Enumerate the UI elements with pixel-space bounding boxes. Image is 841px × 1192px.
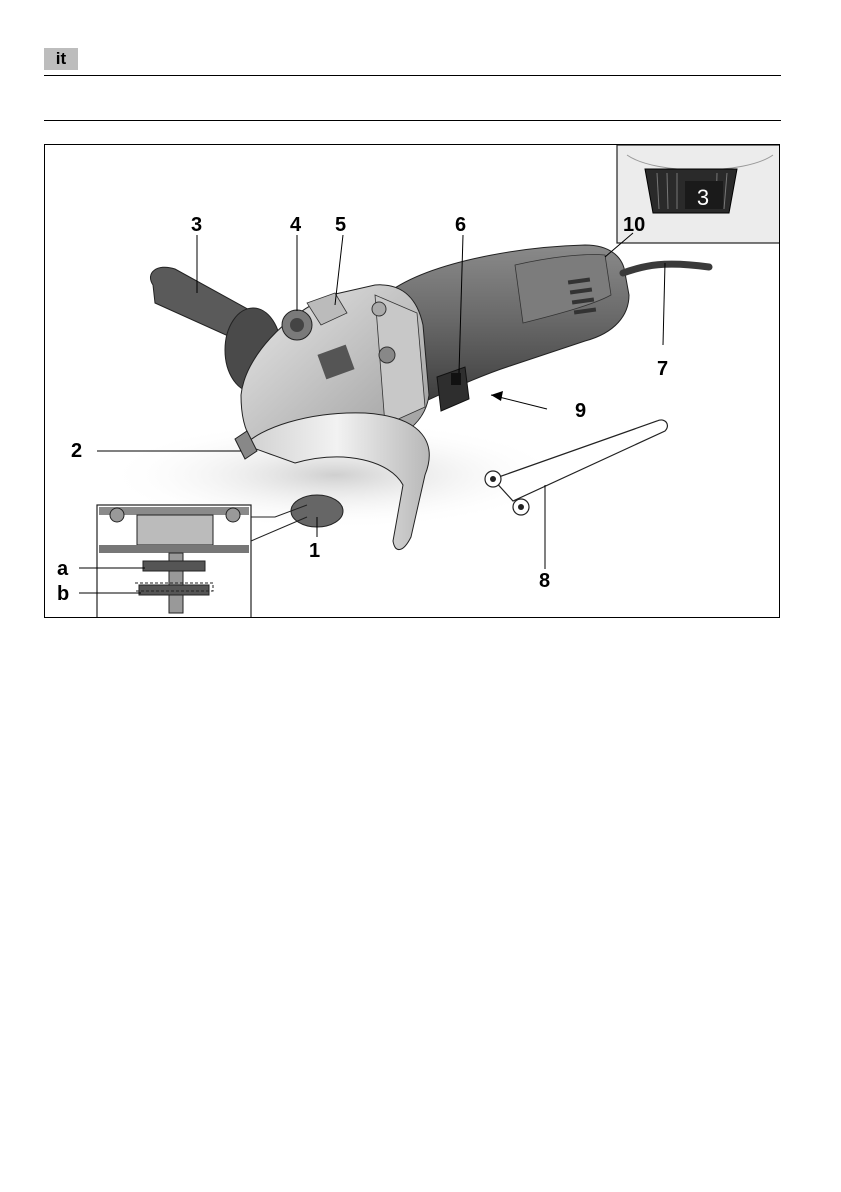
callout-5: 5 xyxy=(335,214,346,236)
language-badge: it xyxy=(44,48,78,70)
header-rule-bottom xyxy=(44,120,781,121)
grinder-illustration: 3 3 4 5 6 10 7 9 2 1 8 a b xyxy=(45,145,780,618)
callout-4: 4 xyxy=(290,214,302,236)
power-cord xyxy=(623,264,709,273)
callout-b: b xyxy=(57,583,69,605)
callout-1: 1 xyxy=(309,540,320,562)
callout-7: 7 xyxy=(657,358,668,380)
callout-3: 3 xyxy=(191,214,202,236)
callout-a: a xyxy=(57,558,69,580)
header-rule-top xyxy=(44,75,781,76)
speed-dial-value: 3 xyxy=(697,185,709,210)
callout-10: 10 xyxy=(623,214,645,236)
callout-8: 8 xyxy=(539,570,550,592)
arrow-9-head xyxy=(491,391,503,401)
callout-9: 9 xyxy=(575,400,586,422)
angle-grinder-figure: 3 3 4 5 6 10 7 9 2 1 8 a b xyxy=(44,144,780,618)
callout-6: 6 xyxy=(455,214,466,236)
callout-2: 2 xyxy=(71,440,82,462)
